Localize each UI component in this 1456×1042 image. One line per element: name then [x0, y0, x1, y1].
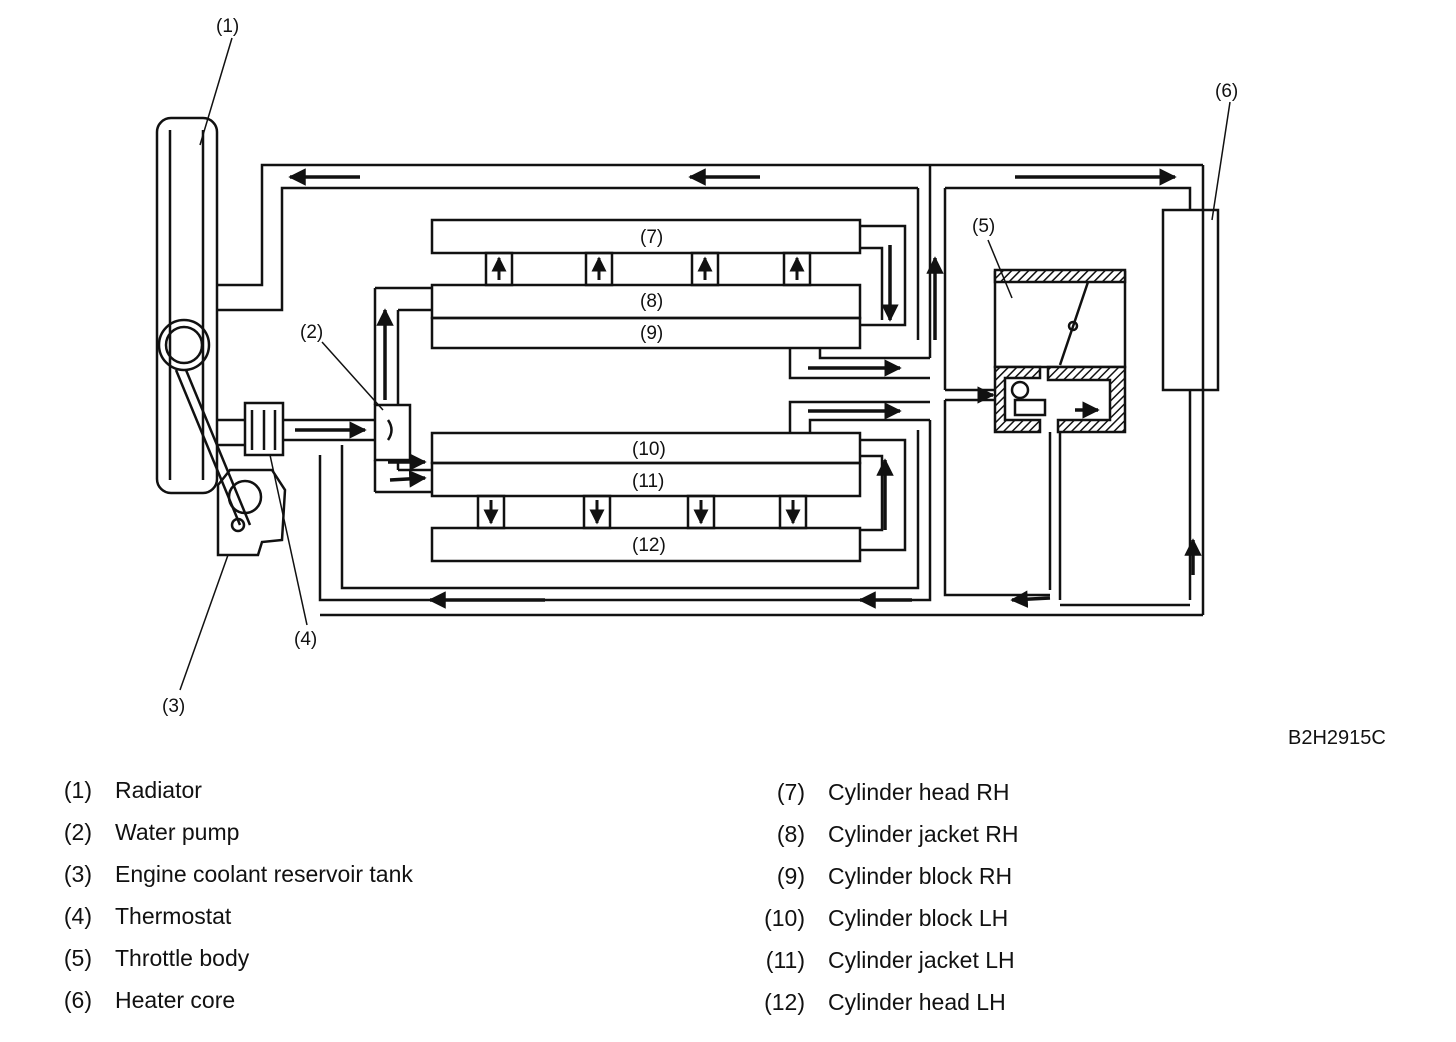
block-return-lines [318, 165, 932, 602]
legend-text: Thermostat [115, 903, 232, 929]
legend-num: (11) [765, 947, 805, 973]
legend-num: (8) [776, 821, 805, 847]
flow-arrows [288, 168, 1202, 609]
legend-text: Cylinder jacket LH [828, 947, 1015, 973]
legend-text: Radiator [115, 777, 202, 803]
legend-text: Cylinder head RH [828, 779, 1010, 805]
label-cyl-jacket-rh: (8) [640, 291, 663, 312]
legend-num: (10) [764, 905, 805, 931]
thermostat [243, 401, 285, 457]
radiator [155, 116, 219, 495]
label-cyl-jacket-lh: (11) [632, 471, 664, 492]
legend-num: (12) [764, 989, 805, 1015]
lh-connectors [476, 494, 808, 530]
legend-text: Heater core [115, 987, 236, 1013]
legend-text: Engine coolant reservoir tank [115, 861, 413, 887]
rh-connectors [484, 251, 812, 287]
label-radiator: (1) [216, 16, 239, 37]
radiator-hoses [217, 163, 930, 447]
connector-arrows [483, 256, 805, 525]
outer-lines [320, 163, 1203, 617]
label-throttle-body: (5) [972, 216, 995, 237]
legend-num: (7) [776, 779, 805, 805]
figure-code: B2H2915C [1288, 727, 1386, 749]
label-heater-core: (6) [1215, 81, 1238, 102]
label-cyl-head-lh: (12) [632, 535, 666, 556]
legend-text: Water pump [115, 819, 240, 845]
cyl-block-rh [430, 316, 862, 350]
legend-text: Throttle body [115, 945, 250, 971]
coolant-flow-diagram: (1) (2) (3) (4) (5) (6) (7) (8) (9) (10)… [155, 16, 1238, 717]
water-pump [373, 286, 432, 494]
legend-num: (1) [63, 777, 92, 803]
label-cyl-block-rh: (9) [640, 323, 663, 344]
cyl-head-rh [430, 218, 862, 255]
label-cyl-block-lh: (10) [632, 439, 666, 460]
cyl-jacket-lh [430, 461, 862, 498]
legend-num: (5) [63, 945, 92, 971]
label-reservoir: (3) [162, 696, 185, 717]
throttle-body [945, 268, 1127, 600]
legend-num: (2) [63, 819, 92, 845]
legend-num: (4) [63, 903, 92, 929]
label-water-pump: (2) [300, 322, 323, 343]
heater-core [1161, 165, 1220, 615]
cyl-head-lh [430, 526, 862, 563]
label-thermostat: (4) [294, 629, 317, 650]
legend-text: Cylinder jacket RH [828, 821, 1019, 847]
legend-text: Cylinder block LH [828, 905, 1009, 931]
label-cyl-head-rh: (7) [640, 227, 663, 248]
legend-text: Cylinder head LH [828, 989, 1006, 1015]
legend-num: (6) [63, 987, 92, 1013]
reservoir-tank [174, 369, 287, 557]
legend-num: (9) [776, 863, 805, 889]
legend-num: (3) [63, 861, 92, 887]
legend-text: Cylinder block RH [828, 863, 1013, 889]
leader-lines [179, 37, 1231, 691]
